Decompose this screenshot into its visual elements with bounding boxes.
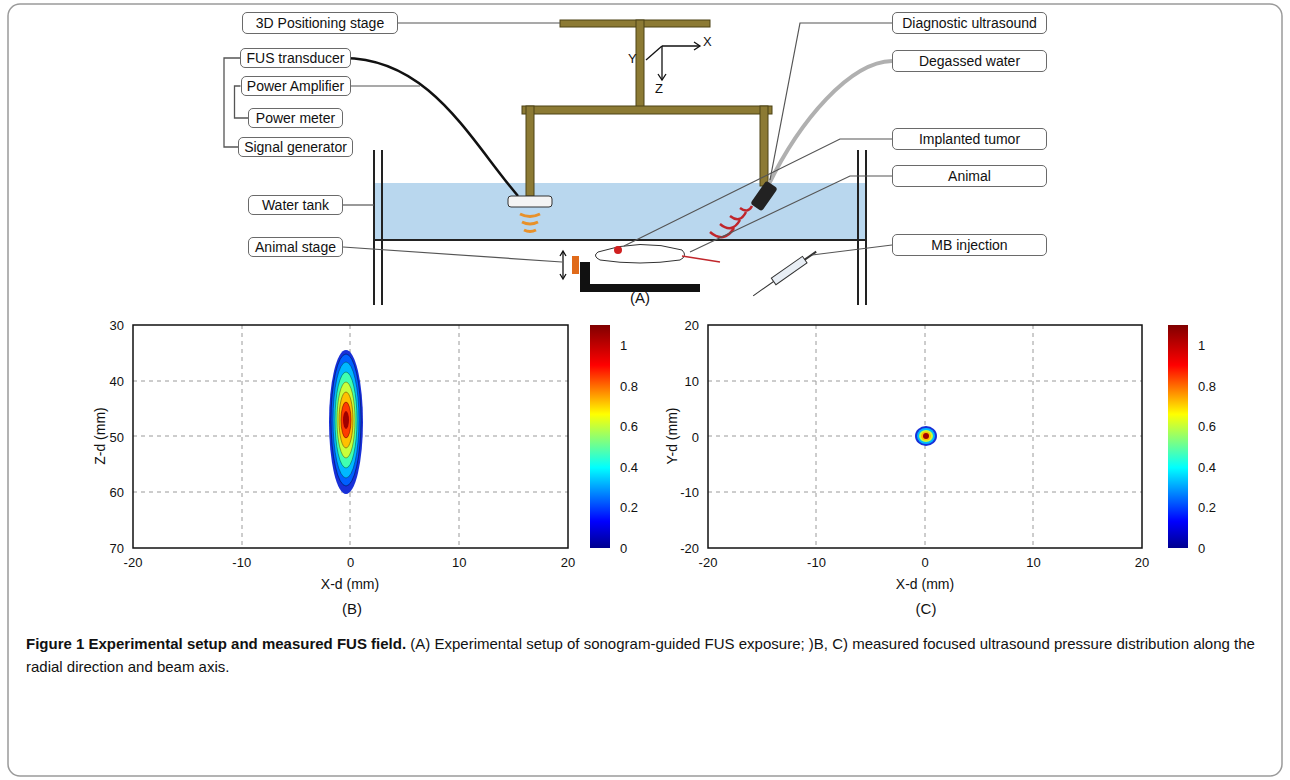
label-box: Degassed water [892, 50, 1047, 72]
plot-label: 10 [452, 556, 466, 569]
box-label: 3D Positioning stage [256, 15, 384, 31]
plot-label: Y [628, 52, 637, 65]
axis-title: Y-d (mm) [665, 407, 679, 464]
box-label: Power meter [256, 110, 335, 126]
transducer-cable [343, 58, 518, 196]
plot-label: -20 [699, 556, 718, 569]
plot-b [133, 325, 610, 548]
plot-label: 0.8 [620, 379, 638, 392]
fus-transducer [508, 196, 552, 207]
plot-label: 0.4 [1198, 460, 1216, 473]
label-box: Diagnostic ultrasound [892, 12, 1047, 34]
plot-label: 10 [685, 374, 699, 387]
animal [595, 244, 684, 263]
syringe [751, 248, 819, 299]
plot-label: 10 [1026, 556, 1040, 569]
plot-label: 0 [692, 430, 699, 443]
plot-label: 0.2 [620, 501, 638, 514]
plot-label: 0.8 [1198, 379, 1216, 392]
plot-label: 60 [110, 486, 124, 499]
plot-label: -20 [124, 556, 143, 569]
label-box: MB injection [892, 234, 1047, 256]
plot-label: 0 [1198, 542, 1205, 555]
tumor [614, 246, 622, 254]
plot-label: 30 [110, 319, 124, 332]
plot-label: 0.4 [620, 460, 638, 473]
plot-label: 20 [561, 556, 575, 569]
box-label: Implanted tumor [919, 131, 1020, 147]
stage-plate [572, 256, 579, 274]
stage-arrow [560, 251, 566, 279]
water-tank [374, 150, 866, 305]
plot-label: 20 [1135, 556, 1149, 569]
label-box: Animal [892, 165, 1047, 187]
plot-label: 50 [110, 430, 124, 443]
box-label: Diagnostic ultrasound [902, 15, 1037, 31]
plot-label: X [703, 35, 712, 48]
plot-c [708, 325, 1188, 548]
leader-line [343, 23, 892, 262]
plot-label: 0 [921, 556, 928, 569]
label-box: Signal generator [238, 137, 353, 157]
water-tube [768, 61, 892, 186]
caption: Figure 1 Experimental setup and measured… [26, 632, 1262, 679]
plot-label: 40 [110, 374, 124, 387]
box-label: Degassed water [919, 53, 1020, 69]
axes-symbol [646, 42, 700, 80]
plot-label: -20 [680, 542, 699, 555]
leader-line [398, 22, 560, 23]
plot-label: -10 [807, 556, 826, 569]
plot-label: 1 [620, 339, 627, 352]
plot-label: Z [655, 82, 663, 95]
diagnostic-probe [750, 181, 778, 212]
plot-label: (C) [916, 601, 937, 616]
label-box: Power Amplifier [241, 76, 351, 96]
label-box: Power meter [248, 108, 343, 128]
plot-label: -10 [680, 486, 699, 499]
label-box: Animal stage [248, 237, 343, 257]
box-label: MB injection [931, 237, 1007, 253]
box-label: Animal [948, 168, 991, 184]
fus-beam [520, 214, 540, 232]
wire-connector [224, 58, 240, 147]
plot-label: 0.6 [620, 420, 638, 433]
plot-label: 20 [685, 319, 699, 332]
plot-label: X-d (mm) [321, 577, 379, 591]
box-label: Animal stage [255, 239, 336, 255]
plot-label: 0.6 [1198, 420, 1216, 433]
figure-title: Figure 1 Experimental setup and measured… [26, 635, 406, 652]
label-box: 3D Positioning stage [242, 12, 398, 34]
label-box: Implanted tumor [892, 128, 1047, 150]
plot-label: 0.2 [1198, 501, 1216, 514]
axis-title: Z-d (mm) [93, 407, 107, 465]
label-box: Water tank [248, 195, 343, 215]
plot-label: X-d (mm) [896, 577, 954, 591]
plot-label: -10 [232, 556, 251, 569]
box-label: Water tank [262, 197, 329, 213]
plot-label: 0 [347, 556, 354, 569]
plot-label: (B) [342, 601, 362, 616]
plot-label: 70 [110, 542, 124, 555]
positioning-gantry [522, 20, 772, 196]
box-label: Signal generator [244, 139, 347, 155]
plot-label: 0 [620, 542, 627, 555]
figure-frame [8, 4, 1282, 776]
label-box: FUS transducer [240, 48, 351, 68]
box-label: FUS transducer [246, 50, 344, 66]
plot-label: (A) [630, 290, 650, 305]
tail [682, 256, 720, 262]
animal-stage [580, 262, 700, 292]
plot-label: 1 [1198, 339, 1205, 352]
box-label: Power Amplifier [247, 78, 344, 94]
